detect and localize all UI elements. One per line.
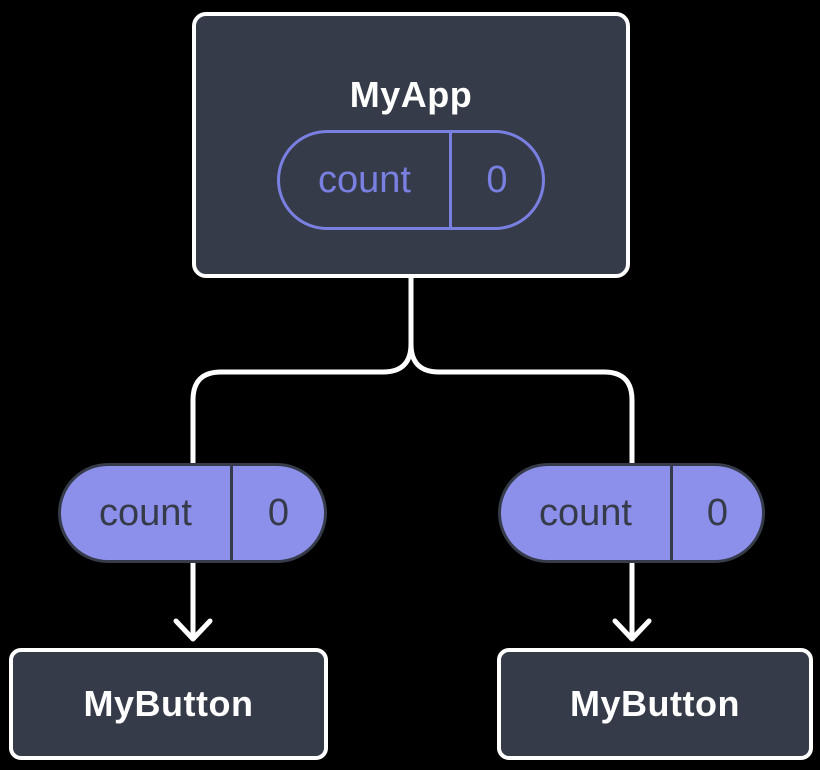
prop-pill-right-value: 0 [706,491,729,534]
mybutton-node-right: MyButton [497,648,813,760]
mybutton-left-title: MyButton [83,683,254,724]
arrow-left-head-icon [173,618,213,642]
state-pill-value: 0 [486,158,508,201]
arrow-right-head-icon [612,618,652,642]
mybutton-node-left: MyButton [9,648,328,760]
prop-pill-left-label: count [61,466,233,560]
myapp-node: MyApp count 0 [192,12,630,278]
prop-pill-right-label: count [501,466,673,560]
prop-pill-left-value: 0 [267,491,290,534]
branch-left-line [190,275,414,466]
prop-pill-right: count 0 [498,463,765,563]
mybutton-right-title: MyButton [570,683,740,724]
branch-right-line [408,275,635,466]
myapp-title: MyApp [349,74,473,115]
state-pill-label: count [280,133,452,227]
state-pill: count 0 [277,130,545,230]
prop-pill-left: count 0 [58,463,327,563]
